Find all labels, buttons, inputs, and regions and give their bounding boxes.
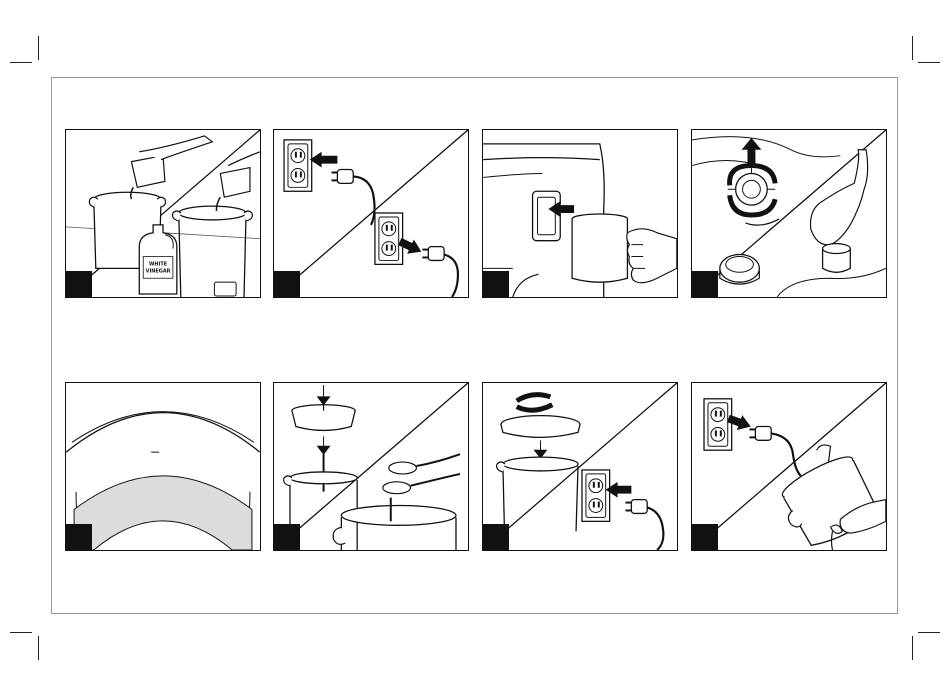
faucet-removal-illustration xyxy=(692,130,886,297)
plug-icon xyxy=(625,500,663,550)
step-number-box xyxy=(483,271,509,297)
crop-mark xyxy=(912,36,913,60)
mug-icon xyxy=(572,214,627,282)
crop-mark xyxy=(918,632,940,633)
step-number-box xyxy=(66,524,92,550)
step-number-box xyxy=(692,271,718,297)
step-panel-7 xyxy=(482,382,678,551)
bottle-label: VINEGAR xyxy=(146,268,171,274)
fill-urn-illustration: WHITE VINEGAR xyxy=(66,130,260,297)
crop-mark xyxy=(912,636,913,660)
step-number-box xyxy=(66,271,92,297)
lid-plug-illustration xyxy=(483,383,677,550)
outlet-icon xyxy=(704,399,732,450)
crop-mark xyxy=(38,636,39,660)
outlet-icon xyxy=(582,470,610,521)
arrow-icon xyxy=(318,436,330,454)
step-number-box xyxy=(274,524,300,550)
crop-mark xyxy=(918,62,940,63)
outlet-icon xyxy=(284,140,312,191)
rotate-arrow-icon xyxy=(517,405,553,410)
spoon-icon xyxy=(389,454,460,474)
step-panel-1: WHITE VINEGAR xyxy=(65,129,261,298)
crop-mark xyxy=(10,62,32,63)
spoon-icon xyxy=(383,474,460,494)
step-panel-5 xyxy=(65,382,261,551)
outlet-icon xyxy=(375,213,403,264)
arrow-icon xyxy=(535,440,547,458)
dispense-mug-illustration xyxy=(483,130,677,297)
unplug-pour-illustration xyxy=(692,383,886,550)
step-number-box xyxy=(483,524,509,550)
step-panel-3 xyxy=(482,129,678,298)
plug-outlet-illustration xyxy=(274,130,468,297)
rotate-arrow-icon xyxy=(517,395,551,401)
step-panel-6 xyxy=(273,382,469,551)
step-number-box xyxy=(692,524,718,550)
plug-icon xyxy=(422,247,458,297)
bottle-label: WHITE xyxy=(149,261,168,267)
step-panel-4 xyxy=(691,129,887,298)
step-panel-8 xyxy=(691,382,887,551)
step-number-box xyxy=(274,271,300,297)
crop-mark xyxy=(38,36,39,60)
urn-interior-illustration xyxy=(66,383,260,550)
crop-mark xyxy=(10,632,32,633)
arrow-icon xyxy=(310,152,338,168)
plug-icon xyxy=(749,426,800,475)
arrow-icon xyxy=(742,138,762,166)
basket-assembly-illustration xyxy=(274,383,468,550)
step-panel-2 xyxy=(273,129,469,298)
